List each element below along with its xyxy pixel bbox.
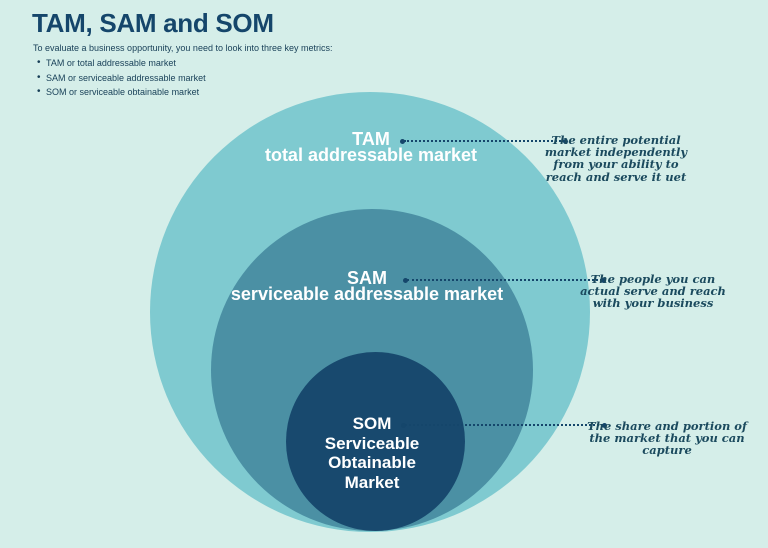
- tam-acronym: TAM: [352, 129, 390, 149]
- tam-name: total addressable market: [264, 145, 478, 165]
- som-annotation: The share and portion of the market that…: [587, 419, 747, 458]
- tam-annotation: The entire potential market independentl…: [544, 133, 688, 184]
- tam-label: TAM total addressable market: [264, 129, 478, 165]
- sam-label: SAM serviceable addressable market: [230, 268, 504, 304]
- page-title: TAM, SAM and SOM: [32, 8, 274, 38]
- som-name-line-2: Obtainable: [328, 453, 416, 472]
- bullet-item-sam: SAM or serviceable addressable market: [37, 72, 206, 83]
- som-name-line-1: Serviceable: [324, 433, 420, 453]
- sam-annotation: The people you can actual serve and reac…: [580, 272, 726, 311]
- som-leader-line: [401, 422, 607, 428]
- intro-text: To evaluate a business opportunity, you …: [33, 43, 333, 53]
- som-name-line-3: Market: [344, 472, 400, 492]
- sam-leader-line: [403, 277, 606, 283]
- som-circle: [286, 352, 465, 531]
- bullet-item-tam: TAM or total addressable market: [37, 57, 206, 68]
- sam-name: serviceable addressable market: [230, 284, 504, 304]
- tam-leader-line: [400, 138, 568, 144]
- sam-acronym: SAM: [346, 268, 387, 288]
- som-acronym: SOM: [352, 414, 392, 433]
- som-label: SOM Serviceable Obtainable Market: [325, 414, 420, 492]
- bullet-item-som: SOM or serviceable obtainable market: [37, 86, 206, 97]
- metric-bullet-list: TAM or total addressable market SAM or s…: [37, 57, 206, 102]
